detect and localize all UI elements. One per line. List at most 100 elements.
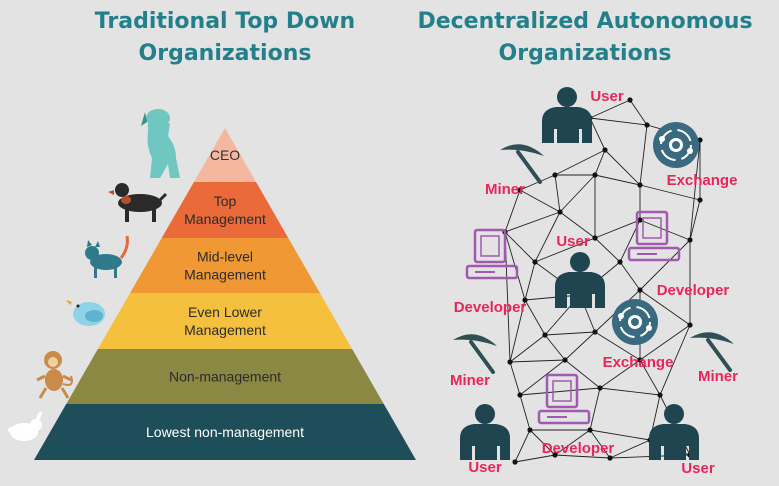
node-user: User xyxy=(460,404,510,476)
network-link xyxy=(519,189,561,213)
pyramid-tier-2 xyxy=(161,182,289,238)
network-link xyxy=(554,454,611,459)
node-label-miner: Miner xyxy=(698,368,738,385)
network-link xyxy=(559,174,596,213)
network-link xyxy=(589,99,631,119)
network-link xyxy=(639,289,691,326)
network-dot xyxy=(522,297,528,303)
network-dot xyxy=(607,455,613,461)
developer-icon xyxy=(537,373,591,425)
network-link xyxy=(639,359,661,396)
dog-icon xyxy=(141,109,180,178)
network-link xyxy=(564,331,596,361)
network-link xyxy=(589,117,606,151)
network-dot xyxy=(637,357,643,363)
network-dot xyxy=(532,259,538,265)
user-icon xyxy=(460,404,510,460)
user-icon xyxy=(555,252,605,308)
node-label-exchange: Exchange xyxy=(667,172,738,189)
node-label-user: User xyxy=(556,233,590,250)
network-dot xyxy=(637,287,643,293)
network-link xyxy=(509,334,546,363)
network-link xyxy=(689,199,701,241)
network-link xyxy=(554,149,606,176)
node-label-developer: Developer xyxy=(657,282,730,299)
monkey-icon xyxy=(36,351,73,399)
rabbit-icon xyxy=(8,411,42,441)
tier-label: Lowest non-management xyxy=(146,424,304,440)
network-link xyxy=(544,334,566,361)
pyramid-tier-5 xyxy=(66,349,384,404)
network-link xyxy=(519,387,601,396)
network-link xyxy=(589,117,648,126)
network-dot xyxy=(637,182,643,188)
network-dot xyxy=(542,332,548,338)
network-link xyxy=(519,174,556,191)
network-link xyxy=(604,149,641,186)
network-dot xyxy=(592,235,598,241)
exchange-icon xyxy=(612,299,658,345)
network-dot xyxy=(637,217,643,223)
network-link xyxy=(589,429,611,459)
node-label-user: User xyxy=(468,459,502,476)
network-link xyxy=(519,359,566,396)
network-link xyxy=(594,149,606,176)
rottweiler-icon xyxy=(108,183,168,222)
node-exchange: Exchange xyxy=(653,122,737,189)
node-exchange: Exchange xyxy=(603,299,673,371)
network-link xyxy=(594,219,641,239)
tier-label: CEO xyxy=(210,147,240,163)
node-miner: Miner xyxy=(450,334,497,389)
network-link xyxy=(619,261,641,291)
pyramid-tier-6 xyxy=(34,404,416,460)
network-link xyxy=(504,231,536,263)
developer-icon xyxy=(465,228,519,280)
network-link xyxy=(639,124,648,186)
network-dot xyxy=(617,259,623,265)
network-link xyxy=(554,174,561,213)
node-user: User xyxy=(555,233,605,308)
tier-label: Mid-level xyxy=(197,249,253,265)
node-developer: Developer xyxy=(454,228,526,316)
node-label-miner: Miner xyxy=(450,372,490,389)
tier-label: Management xyxy=(184,322,266,338)
network-link xyxy=(544,331,596,336)
developer-icon xyxy=(627,210,681,262)
network-link xyxy=(594,174,641,186)
user-icon xyxy=(649,404,699,460)
network-dot xyxy=(644,122,650,128)
node-label-user: User xyxy=(590,88,624,105)
user-icon xyxy=(542,87,592,143)
animals xyxy=(8,109,180,441)
network-dot xyxy=(592,329,598,335)
bird-icon xyxy=(66,300,105,326)
network-link xyxy=(529,429,556,456)
network-link xyxy=(509,299,526,363)
network-link xyxy=(509,359,566,363)
pyramid-tier-4 xyxy=(97,293,353,349)
miner-icon xyxy=(690,332,734,372)
network-dot xyxy=(557,209,563,215)
cat-icon xyxy=(85,235,129,278)
network-dot xyxy=(597,385,603,391)
network-dot xyxy=(562,357,568,363)
node-developer: Developer xyxy=(537,373,614,457)
node-label-miner: Miner xyxy=(485,181,525,198)
network-link xyxy=(589,429,651,441)
tier-label: Top xyxy=(214,193,237,209)
network-link xyxy=(514,429,531,463)
network-link xyxy=(564,359,601,389)
exchange-icon xyxy=(653,122,699,168)
node-user: User xyxy=(649,404,715,477)
network-link xyxy=(639,219,691,241)
network-dot xyxy=(512,459,518,465)
right-title: Decentralized Autonomous Organizations xyxy=(417,9,753,66)
network-link xyxy=(599,387,661,396)
network-link xyxy=(639,184,701,201)
network-link xyxy=(609,439,651,459)
miner-icon xyxy=(453,334,497,374)
network-link xyxy=(689,139,701,241)
network-link xyxy=(599,359,641,389)
network-dot xyxy=(587,427,593,433)
node-label-user: User xyxy=(681,460,715,477)
